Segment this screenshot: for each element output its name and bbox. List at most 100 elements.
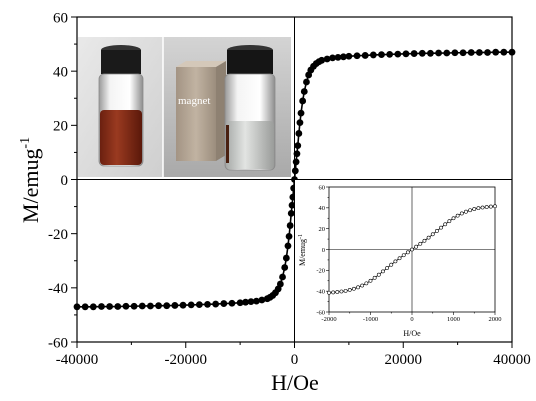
main-data-point [247, 298, 255, 306]
main-data-point [318, 56, 326, 64]
main-data-point [467, 49, 475, 56]
main-data-point [293, 150, 301, 158]
main-y-tick-label: -20 [48, 227, 68, 243]
main-y-tick-label: 40 [53, 64, 68, 80]
inset-data-point [368, 278, 373, 283]
inset-data-point [360, 283, 365, 288]
inset-y-tick-label: -20 [316, 268, 325, 275]
main-data-point [299, 97, 307, 105]
inset-y-tick-label: -40 [316, 288, 325, 295]
main-data-point [155, 302, 162, 310]
inset-x-tick-label: 2000 [489, 316, 502, 323]
main-x-tick-label: 40000 [493, 352, 531, 368]
main-data-point [179, 301, 187, 309]
inset-data-point [339, 289, 344, 294]
main-data-point [418, 49, 426, 57]
main-data-point [147, 302, 154, 310]
inset-data-point [443, 222, 448, 227]
main-data-point [288, 201, 296, 209]
main-data-point [303, 78, 310, 86]
inset-data-point [459, 211, 464, 216]
inset-data-point [414, 244, 419, 249]
main-data-point [353, 52, 361, 60]
main-data-point [89, 303, 97, 311]
main-data-point [394, 50, 402, 58]
inset-data-point [372, 275, 377, 280]
main-y-axis-label-base: M/emug [18, 149, 43, 224]
main-series-points [73, 48, 516, 311]
main-y-axis-label: M/emug-1 [18, 137, 43, 223]
right-vial-fluid [226, 121, 274, 169]
photo-inset: magnet [78, 37, 291, 177]
main-data-point [163, 302, 171, 310]
inset-x-axis-label: H/Oe [403, 329, 421, 338]
inset-data-point [410, 247, 414, 252]
main-data-point [427, 49, 434, 57]
inset-data-point [327, 290, 331, 295]
magnet-side-face [216, 61, 226, 161]
inset-data-point [389, 262, 394, 267]
main-data-point [204, 300, 211, 308]
main-data-point [282, 254, 290, 262]
inset-data-point [381, 269, 385, 274]
magnet-label: magnet [178, 95, 210, 107]
main-data-point [114, 303, 122, 310]
inset-y-axis-label-base: M/emug [298, 239, 307, 266]
inset-data-point [405, 250, 410, 255]
main-data-point [253, 297, 260, 305]
inset-data-point [447, 219, 452, 224]
inset-data-point [455, 213, 460, 218]
inset-data-point [356, 285, 360, 290]
main-y-axis-label-sup: -1 [18, 137, 33, 149]
main-data-point [287, 209, 295, 217]
main-data-point [492, 48, 500, 56]
inset-data-point [331, 290, 336, 295]
main-data-point [340, 53, 347, 61]
main-data-point [276, 280, 284, 288]
main-data-point [443, 49, 451, 57]
main-data-point [378, 51, 385, 59]
main-data-point [279, 273, 286, 281]
main-data-point [286, 222, 294, 229]
inset-x-tick-label: -1000 [363, 316, 378, 323]
main-data-point [281, 264, 289, 271]
inset-data-point [434, 229, 439, 233]
inset-series-points [327, 204, 497, 295]
main-data-point [300, 88, 308, 95]
inset-data-point [343, 288, 348, 293]
main-data-point [295, 130, 303, 137]
inset-data-point [472, 207, 477, 211]
main-data-point [289, 193, 297, 201]
main-x-tick-label: 20000 [385, 352, 423, 368]
main-data-point [212, 300, 220, 308]
inset-data-point [451, 216, 456, 221]
main-data-point [459, 49, 467, 57]
inset-data-point [480, 205, 485, 210]
main-data-point [258, 296, 266, 304]
main-data-point [435, 49, 442, 57]
inset-y-tick-label: 60 [319, 184, 326, 191]
main-x-tick-label: 0 [291, 352, 299, 368]
inset-data-point [426, 235, 431, 240]
inset-x-tick-label: 0 [410, 316, 413, 323]
main-data-point [138, 302, 146, 310]
magnet-top-face [176, 61, 226, 67]
main-y-tick-label: -40 [48, 281, 68, 297]
left-vial-cap [101, 50, 141, 74]
inset-y-tick-label: 40 [319, 205, 326, 212]
main-data-point [386, 50, 394, 58]
inset-data-point [476, 206, 481, 211]
inset-y-tick-label: 20 [319, 226, 326, 233]
main-data-point [297, 109, 305, 117]
inset-data-point [468, 208, 473, 213]
inset-data-point [484, 205, 489, 209]
main-x-tick-label: -20000 [165, 352, 208, 368]
main-data-point [334, 53, 342, 61]
magnet-block [176, 67, 216, 161]
inset-data-point [422, 238, 427, 243]
main-x-axis-label: H/Oe [271, 370, 319, 395]
main-data-point [402, 50, 410, 58]
